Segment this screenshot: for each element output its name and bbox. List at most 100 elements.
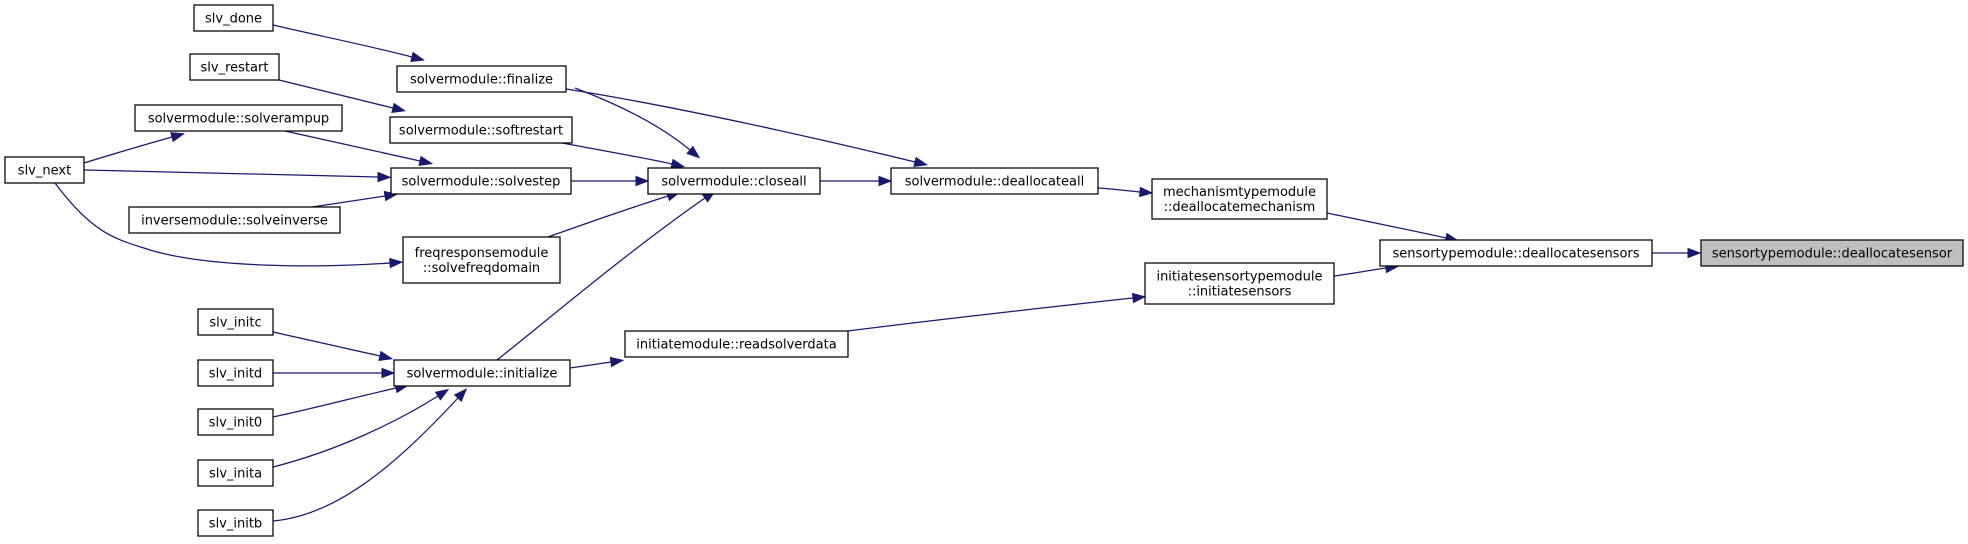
node-label: solvermodule::closeall: [661, 175, 806, 190]
edge-softrestart-to-closeall: [561, 142, 686, 169]
arrowhead-icon: [410, 51, 425, 62]
node-deallocateall[interactable]: solvermodule::deallocateall: [890, 167, 1099, 195]
node-solverampup[interactable]: solvermodule::solverampup: [134, 104, 343, 132]
edge-deallocatesensors-to-deallocatesensor: [1652, 247, 1702, 259]
node-slv-next[interactable]: slv_next: [4, 156, 85, 184]
nodes-layer: slv_doneslv_restartsolvermodule::solvera…: [4, 4, 1964, 537]
edge-slv_initc-to-initialize: [272, 331, 394, 361]
node-label: initiatesensortypemodule: [1156, 270, 1322, 285]
edge-line: [1326, 212, 1447, 239]
node-slv-init0[interactable]: slv_init0: [197, 408, 274, 436]
node-label: slv_initb: [209, 517, 262, 532]
node-label: slv_done: [205, 12, 262, 27]
edge-line: [1097, 187, 1141, 193]
node-label: ::solvefreqdomain: [423, 261, 540, 276]
node-box: [1144, 262, 1335, 305]
edge-line: [1333, 267, 1387, 277]
edge-line: [272, 387, 397, 418]
node-initialize[interactable]: solvermodule::initialize: [393, 359, 571, 387]
node-label: mechanismtypemodule: [1163, 185, 1316, 200]
node-label: slv_initc: [209, 316, 261, 331]
edge-solveinverse-to-solvestep: [311, 190, 399, 208]
node-deallocatesensors[interactable]: sensortypemodule::deallocatesensors: [1379, 239, 1653, 267]
node-slv-done[interactable]: slv_done: [193, 4, 274, 32]
node-label: sensortypemodule::deallocatesensor: [1712, 247, 1953, 262]
edge-line: [496, 197, 706, 361]
node-label: freqresponsemodule: [415, 246, 549, 261]
node-slv-restart[interactable]: slv_restart: [189, 53, 280, 81]
node-label: sensortypemodule::deallocatesensors: [1392, 247, 1639, 262]
edge-slv_init0-to-initialize: [272, 383, 410, 418]
node-box: [389, 116, 573, 144]
arrowhead-icon: [434, 388, 450, 401]
edge-finalize-to-closeall: [574, 87, 701, 159]
arrowhead-icon: [170, 132, 185, 143]
arrowhead-icon: [1131, 292, 1147, 304]
node-box: [396, 65, 567, 93]
node-solveinverse[interactable]: inversemodule::solveinverse: [128, 206, 341, 234]
arrowhead-icon: [391, 102, 407, 113]
node-closeall[interactable]: solvermodule::closeall: [647, 167, 821, 195]
edge-line: [54, 182, 391, 267]
edge-slv_next-to-solvefreqdomain: [54, 182, 404, 269]
arrowhead-icon: [1139, 186, 1154, 198]
arrowhead-icon: [609, 356, 625, 368]
node-readsolverdata[interactable]: initiatemodule::readsolverdata: [624, 330, 849, 358]
edges-layer: [54, 24, 1702, 522]
node-solvefreqdomain[interactable]: freqresponsemodule::solvefreqdomain: [402, 236, 561, 284]
edge-line: [547, 195, 669, 238]
node-deallocatemechanism[interactable]: mechanismtypemodule::deallocatemechanism: [1151, 178, 1328, 220]
arrowhead-icon: [389, 257, 404, 269]
edge-line: [311, 195, 386, 208]
node-slv-initc[interactable]: slv_initc: [197, 308, 274, 336]
node-label: solvermodule::solverampup: [148, 112, 329, 127]
node-slv-initd[interactable]: slv_initd: [197, 359, 274, 387]
node-box: [189, 53, 280, 81]
node-slv-inita[interactable]: slv_inita: [197, 459, 274, 487]
node-box: [1700, 239, 1964, 267]
edge-initialize-to-readsolverdata: [569, 356, 625, 369]
edge-deallocateall-to-deallocatemechanism: [1097, 186, 1154, 198]
arrowhead-icon: [378, 350, 394, 361]
node-label: ::initiatesensors: [1188, 285, 1292, 300]
node-label: slv_inita: [209, 467, 262, 482]
node-initiatesensors[interactable]: initiatesensortypemodule::initiatesensor…: [1144, 262, 1335, 305]
node-box: [393, 359, 571, 387]
edge-slv_inita-to-initialize: [272, 388, 450, 468]
edge-slv_next-to-solverampup: [83, 132, 185, 164]
edge-line: [569, 361, 612, 369]
edge-readsolverdata-to-initiatesensors: [847, 292, 1147, 332]
node-label: solvermodule::initialize: [407, 367, 558, 382]
edge-slv_next-to-solvestep: [83, 169, 392, 183]
edge-solverampup-to-solvestep: [284, 130, 434, 166]
node-box: [402, 236, 561, 284]
node-box: [197, 408, 274, 436]
edge-finalize-to-deallocateall: [565, 88, 929, 167]
node-solvestep[interactable]: solvermodule::solvestep: [390, 167, 572, 195]
node-label: slv_restart: [201, 61, 269, 76]
edge-line: [272, 395, 439, 468]
node-slv-initb[interactable]: slv_initb: [197, 509, 274, 537]
edge-line: [847, 297, 1134, 332]
node-deallocatesensor[interactable]: sensortypemodule::deallocatesensor: [1700, 239, 1964, 267]
edge-deallocatemechanism-to-deallocatesensors: [1326, 212, 1460, 243]
node-softrestart[interactable]: solvermodule::softrestart: [389, 116, 573, 144]
arrowhead-icon: [635, 175, 650, 187]
node-box: [1151, 178, 1328, 220]
edge-line: [272, 397, 459, 522]
edge-slv_initb-to-initialize: [272, 388, 468, 522]
node-finalize[interactable]: solvermodule::finalize: [396, 65, 567, 93]
arrowhead-icon: [377, 171, 392, 183]
node-label: solvermodule::solvestep: [402, 175, 561, 190]
edge-line: [561, 142, 673, 165]
edge-solvestep-to-closeall: [571, 175, 650, 187]
node-box: [128, 206, 341, 234]
node-label: initiatemodule::readsolverdata: [636, 338, 836, 353]
arrowhead-icon: [381, 367, 396, 379]
arrowhead-icon: [878, 175, 893, 187]
node-label: solvermodule::softrestart: [399, 124, 563, 139]
edge-line: [574, 87, 691, 151]
node-box: [1379, 239, 1653, 267]
node-box: [390, 167, 572, 195]
